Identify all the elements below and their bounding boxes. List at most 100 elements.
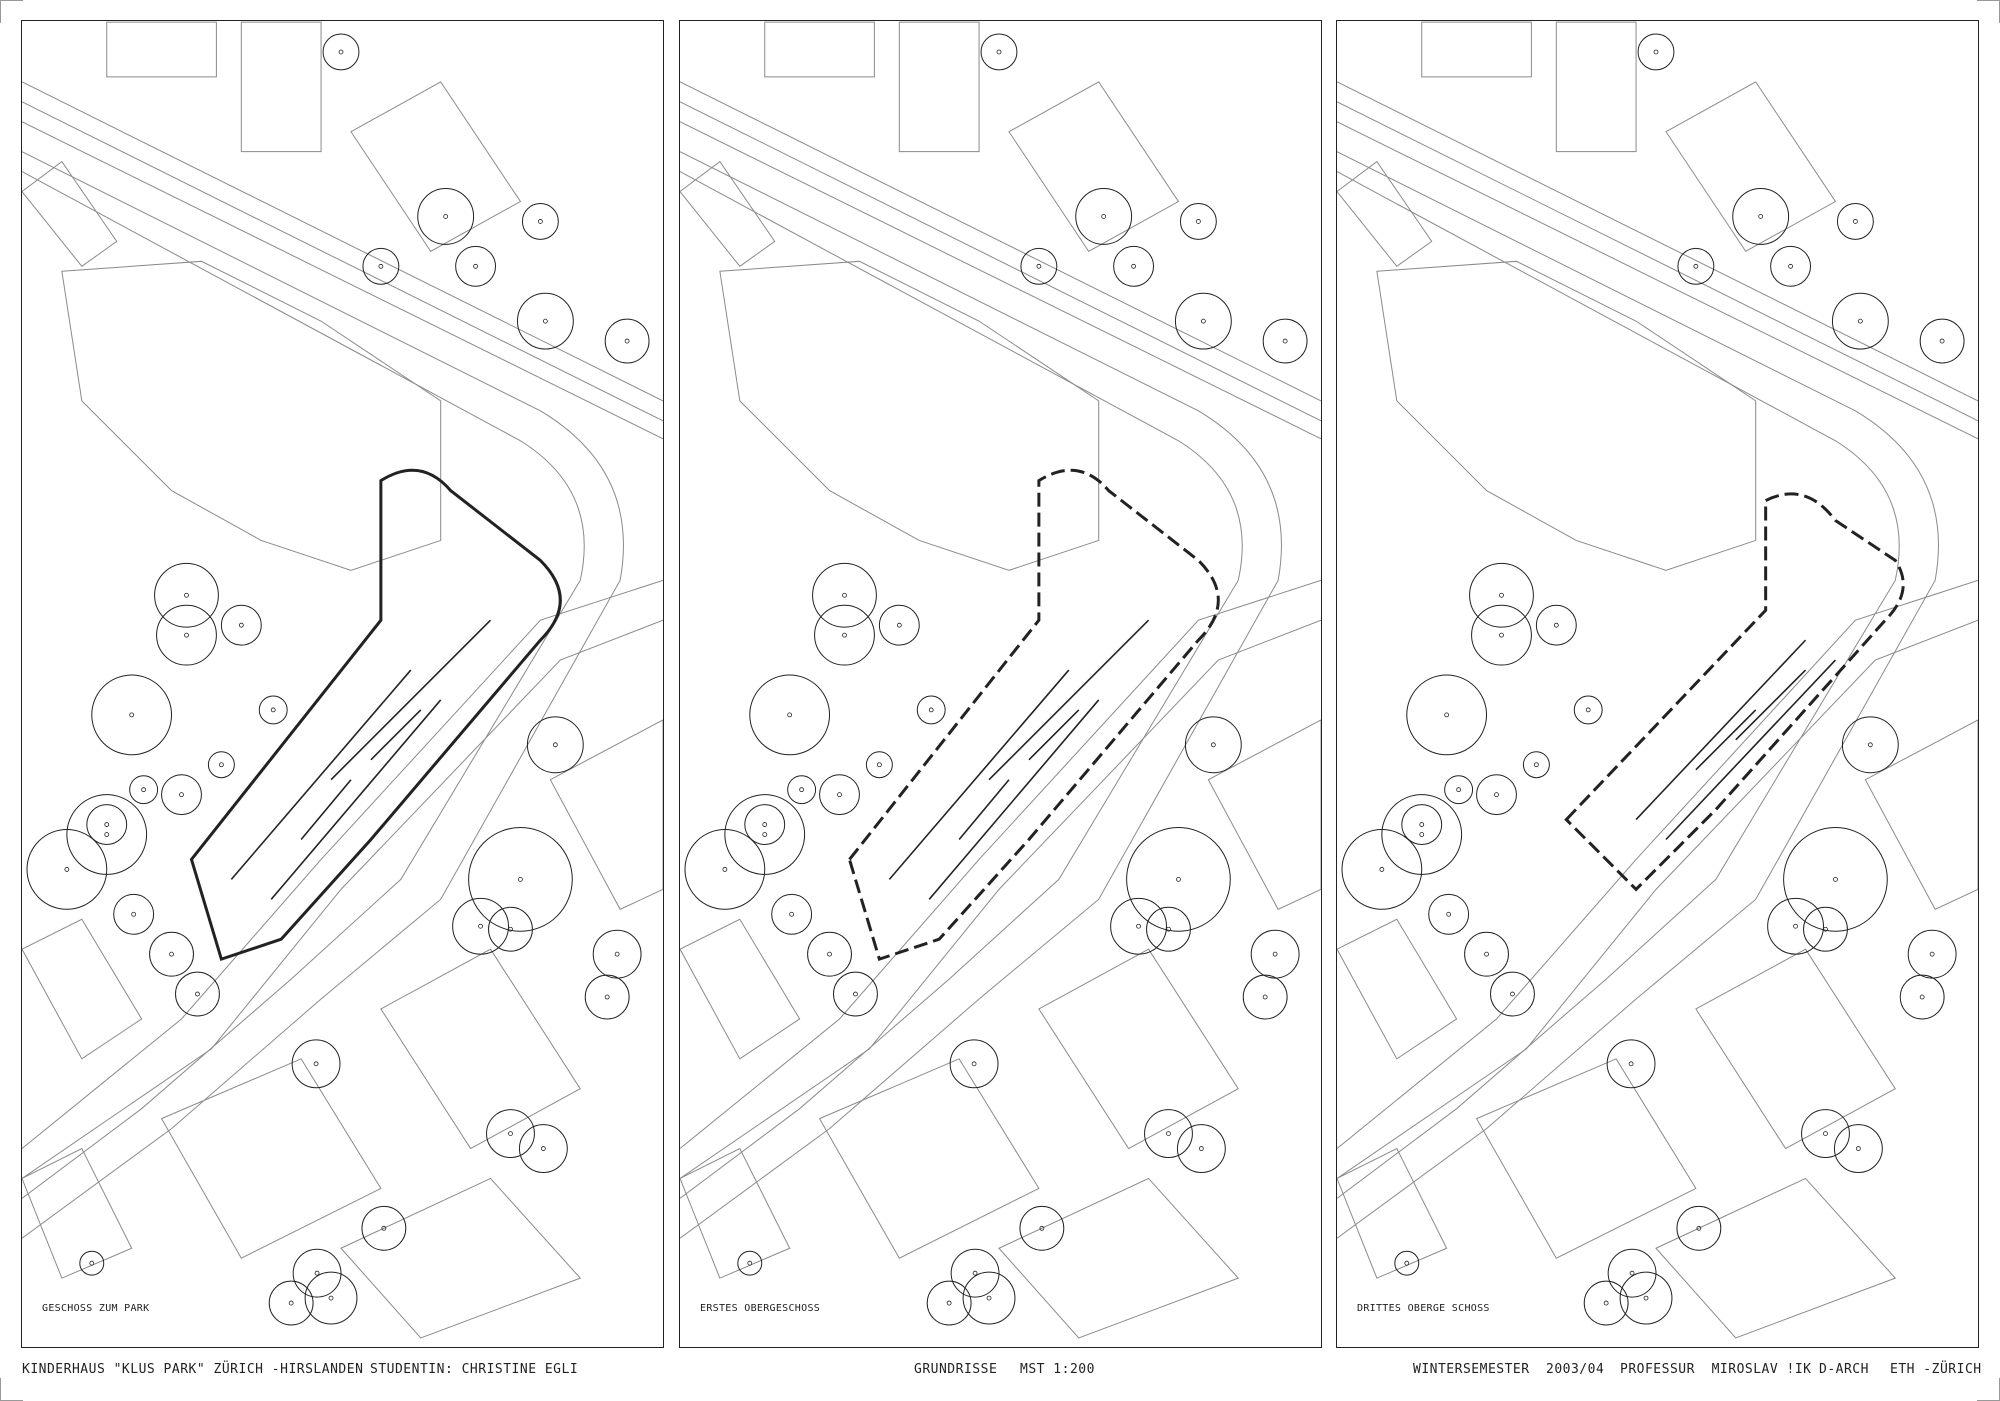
tree-trunk [1176, 876, 1181, 882]
tree-crown [1184, 716, 1242, 774]
tree-trunk [104, 822, 110, 827]
tree-crown [814, 604, 875, 666]
tree-crown [950, 1248, 1000, 1298]
tree-crown [1767, 897, 1824, 955]
neighbour-building [764, 21, 875, 78]
tree-trunk [1585, 707, 1591, 713]
neighbour-building [1337, 160, 1433, 267]
tree-trunk [1262, 994, 1268, 1000]
road-line [680, 171, 1243, 1199]
tree-trunk [1510, 991, 1515, 997]
tree-trunk [1929, 951, 1935, 957]
tree-trunk [972, 1270, 978, 1276]
tree-crown [807, 931, 852, 977]
tree-trunk [238, 622, 244, 628]
tree-trunk [1758, 214, 1764, 219]
tree-crown [1841, 716, 1899, 774]
tree-crown [1179, 203, 1217, 240]
road-line [1337, 101, 1978, 422]
tree-trunk [842, 632, 847, 638]
tree-crown [268, 1280, 314, 1326]
neighbour-building [1008, 81, 1180, 253]
neighbour-building [160, 1058, 382, 1259]
interior-wall [330, 619, 492, 781]
neighbour-building [1665, 81, 1837, 253]
tree-trunk [1404, 1260, 1410, 1266]
tree-trunk [1857, 318, 1863, 324]
tree-crown [819, 774, 860, 816]
tree-crown [1401, 804, 1443, 845]
tree-crown [1919, 318, 1965, 364]
road-line [680, 121, 1321, 440]
tree-trunk [762, 822, 768, 827]
kinderhaus-outline [1564, 492, 1905, 892]
tree-crown [737, 1250, 763, 1276]
tree-trunk [1833, 876, 1838, 882]
tree-crown [1406, 674, 1488, 756]
road-line [22, 619, 663, 1179]
neighbour-building [1421, 21, 1532, 78]
tree-trunk [1793, 923, 1798, 929]
tree-trunk [1603, 1300, 1609, 1306]
tree-crown [455, 245, 497, 287]
neighbour-building [22, 1147, 133, 1279]
tree-trunk [624, 338, 630, 344]
institution: ETH -ZÜRICH [1890, 1362, 1982, 1377]
tree-trunk [1553, 622, 1559, 628]
tree-crown [362, 247, 400, 285]
tree-trunk [747, 1260, 753, 1266]
tree-crown [1262, 318, 1308, 364]
tree-crown [1676, 1205, 1722, 1251]
tree-crown [468, 827, 573, 932]
tree-crown [1606, 1039, 1656, 1089]
road-line [22, 81, 663, 402]
tree-trunk [1484, 951, 1489, 957]
road-line [22, 121, 663, 440]
tree-trunk [131, 911, 137, 917]
tree-crown [66, 794, 148, 875]
tree-trunk [1855, 1146, 1861, 1151]
tree-trunk [1131, 263, 1136, 269]
tree-trunk [1533, 762, 1539, 768]
road-line [680, 579, 1321, 1149]
tree-trunk [1499, 592, 1504, 598]
tree-trunk [1036, 263, 1042, 269]
road-line [22, 171, 585, 1199]
tree-trunk [946, 1300, 952, 1306]
road-line [22, 101, 663, 422]
tree-trunk [1198, 1146, 1204, 1151]
tree-trunk [1628, 1061, 1634, 1067]
tree-trunk [1419, 822, 1425, 827]
tree-crown [1573, 695, 1603, 725]
tree-crown [1899, 974, 1945, 1020]
tree-trunk [1136, 923, 1141, 929]
tree-crown [156, 604, 217, 666]
interior-wall [300, 779, 352, 841]
tree-trunk [1629, 1270, 1635, 1276]
tree-trunk [552, 742, 558, 748]
neighbour-building [240, 21, 322, 153]
tree-crown [518, 1124, 568, 1173]
tree-crown [1619, 1271, 1673, 1325]
tree-crown [526, 716, 584, 774]
road-line [1337, 121, 1978, 440]
tree-crown [1176, 1124, 1226, 1173]
tree-trunk [104, 832, 110, 837]
tree-crown [175, 971, 220, 1017]
department: D-ARCH [1819, 1362, 1869, 1377]
tree-crown [79, 1250, 105, 1276]
neighbour-building [1207, 719, 1321, 910]
tree-trunk [478, 923, 483, 929]
tree-trunk [789, 911, 795, 917]
tree-crown [1019, 1205, 1065, 1251]
tree-trunk [722, 867, 728, 872]
tree-trunk [1456, 787, 1462, 793]
tree-trunk [195, 991, 200, 997]
tree-crown [1444, 775, 1474, 805]
tree-trunk [473, 263, 478, 269]
tree-trunk [614, 951, 620, 957]
tree-crown [1770, 245, 1812, 287]
interior-wall [1695, 709, 1757, 771]
tree-crown [1381, 794, 1463, 875]
neighbour-building [22, 160, 118, 267]
